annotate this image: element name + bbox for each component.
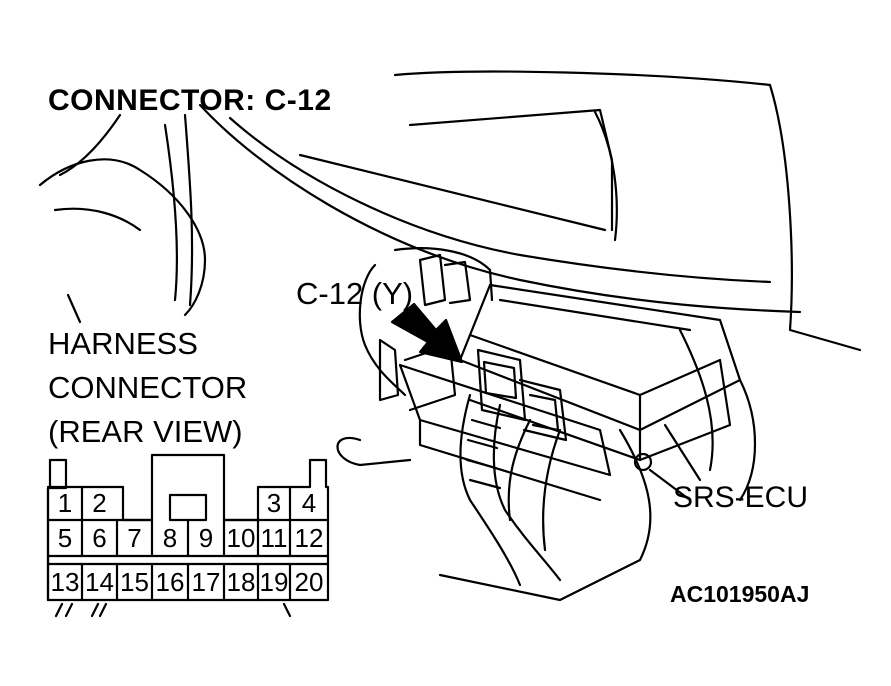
pin-label: 1 bbox=[57, 488, 73, 518]
pin-label: 9 bbox=[198, 523, 214, 553]
pin-label: 15 bbox=[120, 567, 149, 597]
connector-pin-layout: 1 2 3 4 5 6 7 8 9 10 11 12 13 14 15 16 1… bbox=[44, 456, 334, 606]
seat-outline bbox=[38, 113, 207, 324]
pin-label: 5 bbox=[57, 523, 73, 553]
pin-label: 19 bbox=[259, 567, 289, 597]
pin-label: 17 bbox=[191, 567, 221, 597]
pin-label: 20 bbox=[294, 567, 324, 597]
pin-label: 3 bbox=[266, 488, 282, 518]
harness-wires bbox=[459, 393, 562, 587]
connector-face-outline bbox=[46, 453, 330, 618]
pin-label: 11 bbox=[260, 523, 288, 553]
pin-label: 7 bbox=[127, 523, 142, 553]
srs-ecu-label: SRS-ECU bbox=[673, 481, 809, 514]
pin-label: 13 bbox=[50, 567, 80, 597]
leader-lines bbox=[663, 423, 702, 482]
pin-label: 16 bbox=[155, 567, 185, 597]
pin-label: 12 bbox=[294, 523, 324, 553]
connector-title: CONNECTOR: C-12 bbox=[48, 84, 332, 117]
harness-label-line-1: HARNESS bbox=[48, 326, 198, 361]
connector-callout-label: C-12 (Y) bbox=[296, 276, 414, 311]
harness-connector-label: HARNESS CONNECTOR (REAR VIEW) bbox=[48, 322, 247, 454]
pin-label: 14 bbox=[85, 567, 114, 597]
pointer-arrow bbox=[390, 302, 464, 364]
mounting-bracket bbox=[336, 247, 494, 467]
srs-ecu-body bbox=[398, 283, 757, 602]
pin-label: 8 bbox=[162, 523, 178, 553]
pin-label: 2 bbox=[92, 488, 107, 518]
pin-label: 6 bbox=[92, 523, 107, 553]
figure-code: AC101950AJ bbox=[670, 581, 810, 607]
harness-label-line-3: (REAR VIEW) bbox=[48, 414, 243, 449]
dashboard-outline bbox=[198, 70, 862, 352]
pin-label: 10 bbox=[226, 523, 256, 553]
connector-plug bbox=[476, 348, 568, 442]
pin-label: 4 bbox=[301, 488, 317, 518]
pin-label: 18 bbox=[226, 567, 256, 597]
harness-label-line-2: CONNECTOR bbox=[48, 370, 248, 405]
